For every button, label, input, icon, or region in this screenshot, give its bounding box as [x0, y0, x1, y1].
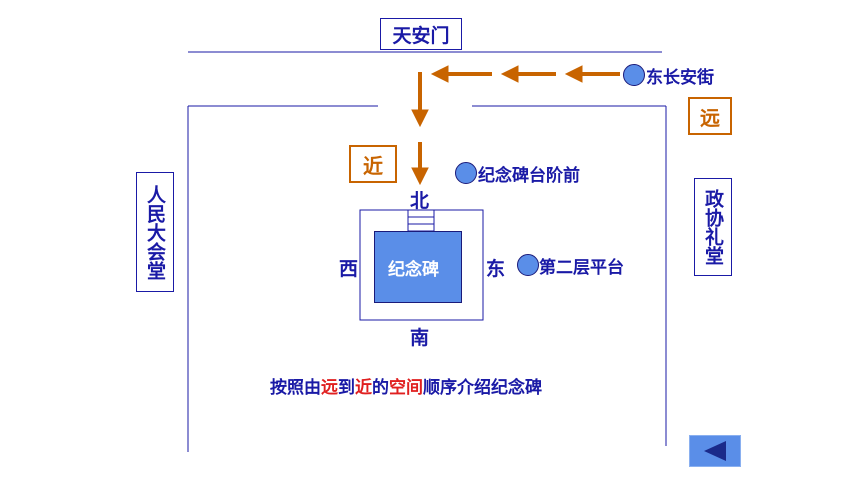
west-label: 西: [339, 258, 359, 280]
great-hall-label: 人民大会堂: [136, 172, 174, 292]
east-label: 东: [486, 258, 506, 280]
triangle-left-icon: [704, 441, 726, 461]
route-arrows: [411, 65, 620, 186]
street-dot-icon: [623, 64, 645, 86]
near-label: 近: [349, 145, 397, 183]
sentence-far: 远: [321, 378, 338, 398]
sentence-part4: 顺序介绍纪念碑: [423, 378, 542, 398]
monument-label: 纪念碑: [388, 260, 439, 280]
tiananmen-label: 天安门: [380, 18, 462, 50]
back-button[interactable]: [689, 435, 741, 467]
order-sentence: 按照由远到近的空间顺序介绍纪念碑: [270, 373, 542, 398]
street-label: 东长安街: [646, 68, 714, 88]
sentence-part3: 的: [372, 378, 389, 398]
monument-block: [374, 231, 462, 303]
north-label: 北: [410, 190, 430, 212]
sentence-near: 近: [355, 378, 372, 398]
platform-front-dot-icon: [455, 162, 477, 184]
cppcc-hall-label: 政协礼堂: [694, 178, 732, 276]
platform-front-label: 纪念碑台阶前: [478, 166, 580, 186]
south-label: 南: [410, 327, 430, 349]
far-label: 远: [688, 97, 732, 135]
second-platform-label: 第二层平台: [539, 258, 624, 278]
second-platform-dot-icon: [517, 254, 539, 276]
sentence-part2: 到: [338, 378, 355, 398]
sentence-part1: 按照由: [270, 378, 321, 398]
sentence-space: 空间: [389, 378, 423, 398]
